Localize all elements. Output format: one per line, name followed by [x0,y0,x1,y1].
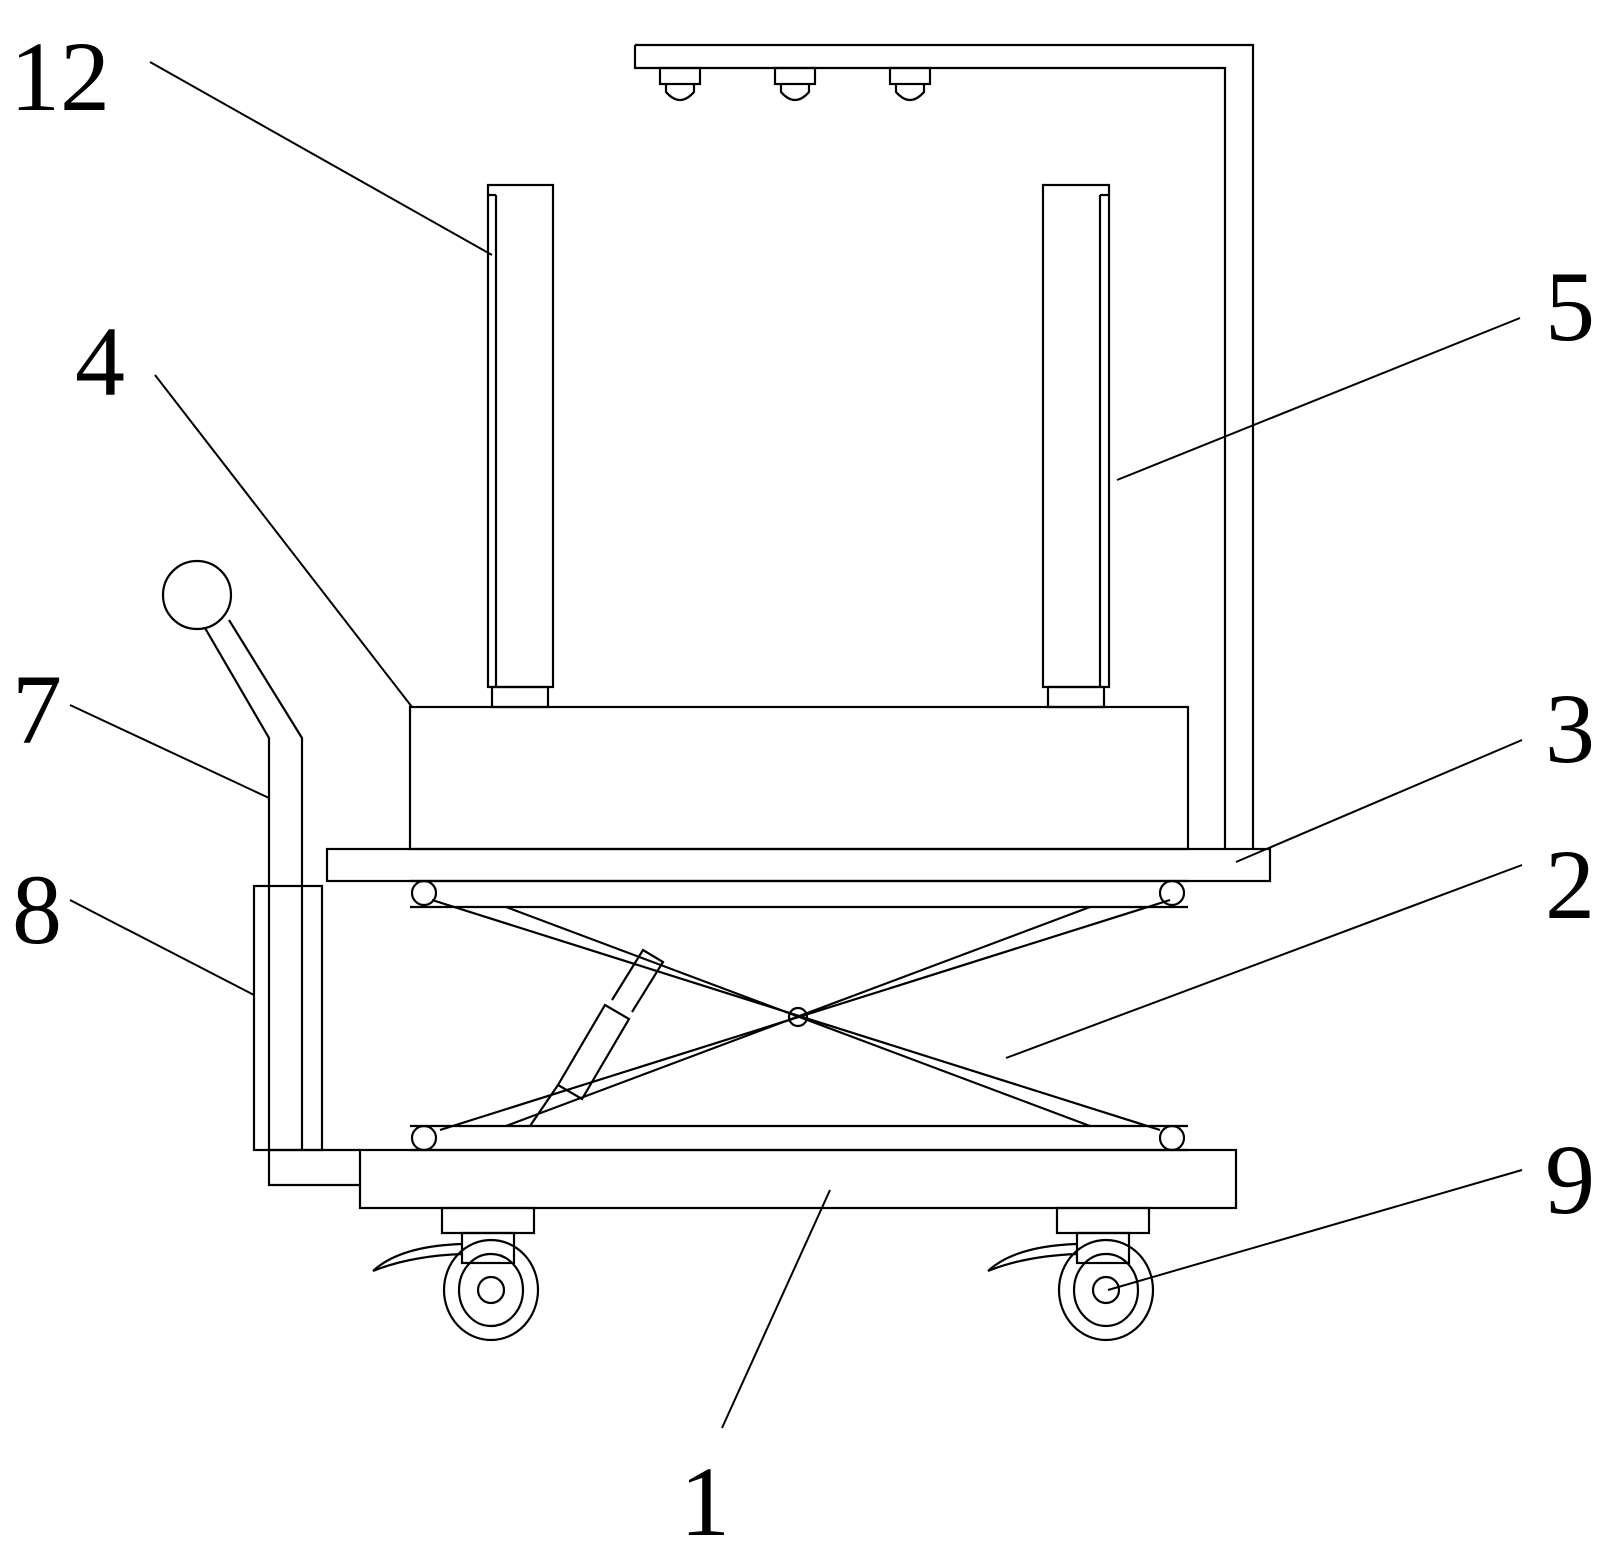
callout-2: 2 [1545,829,1595,940]
leader-2 [1005,864,1523,1059]
base-plate [358,1148,1238,1210]
callout-7: 7 [12,654,62,765]
lamp-array [658,66,932,102]
lamp [773,66,817,102]
leader-3 [1235,739,1523,863]
callout-1: 1 [680,1446,730,1551]
callout-4: 4 [75,306,125,417]
hinge-pin [1158,879,1186,907]
side-control-box [252,884,324,1152]
leader-1 [721,1189,831,1429]
leader-7 [69,704,270,799]
left-caster-wheel [372,1206,540,1342]
overhead-frame [633,43,1255,850]
hinge-pin [410,879,438,907]
hinge-pin [410,1124,438,1152]
leader-9 [1107,1169,1523,1291]
right-clamp-post [1041,183,1111,709]
leader-12 [149,61,493,256]
callout-3: 3 [1545,673,1595,784]
hinge-pin [1158,1124,1186,1152]
leader-lines [69,61,1523,1429]
left-clamp-post [486,183,555,709]
callout-9: 9 [1545,1124,1595,1235]
callout-12: 12 [10,21,110,132]
scissor-lift [410,879,1188,1152]
right-caster-wheel [987,1206,1155,1342]
upper-platform [325,847,1272,883]
push-handle [161,559,360,1187]
handle-knob [161,559,233,631]
leader-8 [69,899,255,996]
lamp [888,66,932,102]
callout-labels: 12 4 5 7 3 8 2 9 1 [10,21,1595,1551]
leader-5 [1116,317,1521,481]
callout-5: 5 [1545,251,1595,362]
hydraulic-cylinder [529,948,665,1127]
mounting-box [408,705,1190,851]
callout-8: 8 [12,854,62,965]
lamp [658,66,702,102]
scissor-pivot [787,1006,809,1028]
leader-4 [154,374,413,708]
